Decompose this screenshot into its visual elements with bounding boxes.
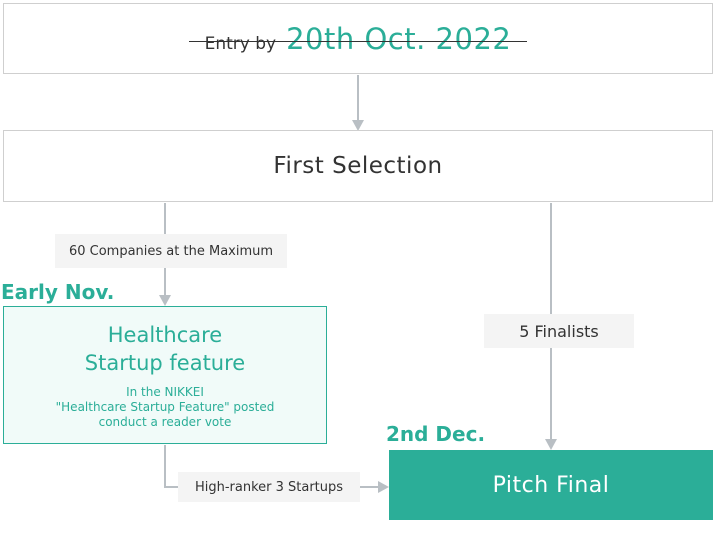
healthcare-feature-title: Healthcare Startup feature bbox=[84, 322, 246, 375]
stage-early-nov: Early Nov. bbox=[1, 280, 115, 304]
first-selection-box: First Selection bbox=[3, 130, 713, 202]
arrowhead-pitch bbox=[545, 439, 557, 450]
entry-deadline: Entry by 20th Oct. 2022 bbox=[188, 21, 528, 56]
pitch-final-box: Pitch Final bbox=[389, 450, 713, 520]
healthcare-feature-box: Healthcare Startup feature In the NIKKEI… bbox=[3, 306, 327, 444]
entry-deadline-box: Entry by 20th Oct. 2022 bbox=[3, 3, 713, 74]
pitch-final-title: Pitch Final bbox=[492, 472, 610, 498]
maximum-companies-label: 60 Companies at the Maximum bbox=[55, 234, 287, 268]
first-selection-title: First Selection bbox=[273, 153, 443, 179]
arrowhead-high-ranker bbox=[378, 481, 389, 493]
entry-label: Entry by bbox=[204, 33, 277, 54]
strikethrough-line bbox=[188, 40, 528, 42]
entry-date: 20th Oct. 2022 bbox=[286, 21, 512, 56]
stage-2nd-dec: 2nd Dec. bbox=[386, 422, 486, 446]
high-ranker-label: High-ranker 3 Startups bbox=[178, 472, 360, 502]
arrowhead-entry bbox=[352, 120, 364, 131]
healthcare-feature-description: In the NIKKEI "Healthcare Startup Featur… bbox=[55, 384, 275, 429]
arrowhead-healthcare bbox=[159, 295, 171, 306]
finalists-label: 5 Finalists bbox=[484, 314, 634, 348]
